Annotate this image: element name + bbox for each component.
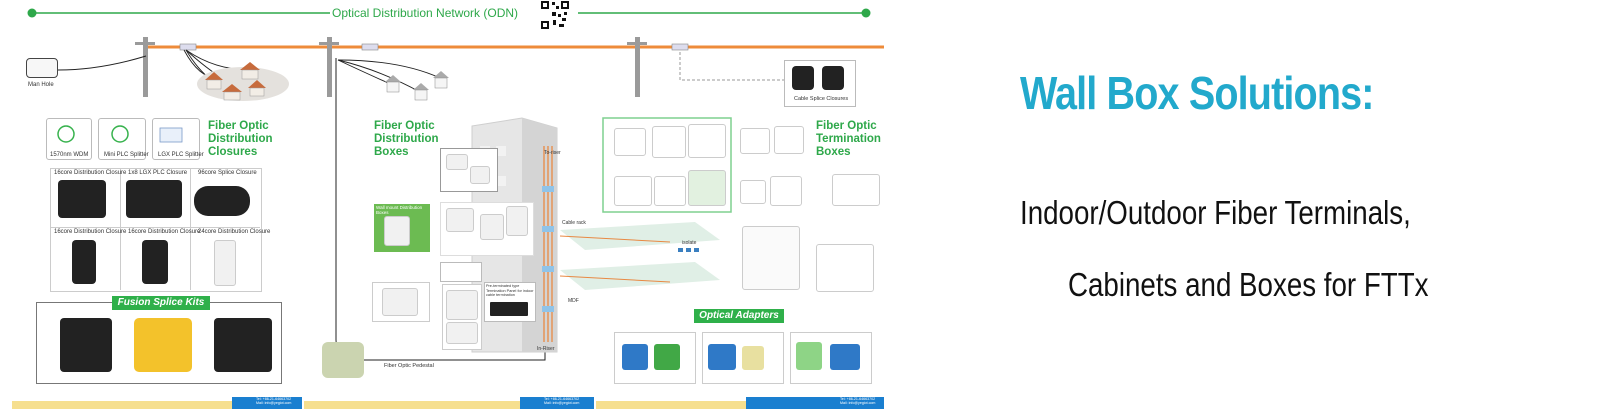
closures-table-vline-2: [190, 168, 191, 290]
distribution-box-image-8: [446, 322, 478, 344]
man-hole-label: Man Hole: [28, 82, 54, 88]
distribution-box-image-7: [446, 290, 478, 320]
adapter-3b: [830, 344, 860, 370]
closures-heading: Fiber Optic Distribution Closures: [208, 120, 273, 158]
closure-row1-label-3: 96core Splice Closure: [198, 170, 257, 176]
splice-closure-device-2: [822, 66, 844, 90]
adapter-3a: [796, 342, 822, 370]
house-icons-middle: [385, 71, 449, 101]
closure-16core-image: [58, 180, 106, 218]
distribution-boxes-heading: Fiber Optic Distribution Boxes: [374, 120, 439, 158]
adapter-1b: [654, 344, 680, 370]
pedestal-image: [322, 342, 364, 378]
splice-kit-case-3: [214, 318, 272, 372]
adapter-2b: [742, 346, 764, 370]
termination-box-image-11: [832, 174, 880, 206]
distribution-box-image-1: [446, 154, 468, 170]
qr-code-icon: [540, 0, 570, 30]
termination-box-image-3: [688, 124, 726, 158]
footer-bar-blue-3: [746, 397, 884, 409]
man-hole-device: [26, 58, 58, 78]
distribution-box-image-6: [382, 288, 418, 316]
cable-rack-label: Cable rack: [562, 220, 586, 226]
pedestal-label: Fiber Optic Pedestal: [384, 363, 434, 369]
footer-tel-3: Tel: +86-21-64663702: [840, 397, 876, 401]
termination-box-image-4: [614, 176, 652, 206]
termination-box-image-7: [740, 128, 770, 154]
footer-tel-1: Tel: +86-21-64663702: [256, 397, 292, 401]
wdm-item: [46, 118, 92, 160]
footer-mail-2: Mail: info@yegiot.com: [544, 401, 580, 405]
headline-line-1: Indoor/Outdoor Fiber Terminals,: [1020, 194, 1411, 231]
odn-title: Optical Distribution Network (ODN): [332, 6, 519, 20]
closure-row1-label-1: 16core Distribution Closure: [54, 170, 127, 176]
footer-contact-3: Tel: +86-21-64663702 Mail: info@yegiot.c…: [840, 397, 875, 405]
in-riser-label: In-Riser: [537, 346, 555, 352]
termination-box-image-6: [688, 170, 726, 206]
fiber-coil-icon: [57, 125, 183, 143]
footer-mail-3: Mail: info@yegiot.com: [840, 401, 876, 405]
distribution-box-card-3: [440, 262, 482, 282]
closure-row1-label-2: 1x8 LGX PLC Closure: [128, 170, 188, 176]
splice-closure-device-1: [792, 66, 814, 90]
footer-tel-2: Tel: +86-21-64663702: [544, 397, 580, 401]
odn-diagram: Optical Distribution Network (ODN) Man H…: [12, 0, 884, 409]
wall-mount-label: Wall mount Distribution Boxes: [376, 205, 423, 215]
headline-title: Wall Box Solutions:: [1020, 67, 1374, 119]
footer-bar-yellow-1: [12, 401, 232, 409]
termination-box-large-1: [742, 226, 800, 290]
termination-box-image-10: [770, 176, 802, 206]
distribution-box-image-4: [480, 214, 504, 240]
termination-box-image-2: [652, 126, 686, 158]
closure-24core-image: [214, 240, 236, 286]
floor-plans: [560, 222, 720, 290]
distribution-box-image-5: [506, 206, 528, 236]
adapter-2a: [708, 344, 736, 370]
distribution-box-image-2: [470, 166, 490, 184]
closure-row2-label-3: 24core Distribution Closure: [198, 229, 271, 235]
closure-lgx-image: [126, 180, 182, 218]
lgx-plc-label: LGX PLC Splitter: [158, 152, 204, 158]
termination-box-large-2: [816, 244, 874, 292]
termination-box-image-1: [614, 128, 646, 156]
fusion-splice-kits-heading: Fusion Splice Kits: [112, 296, 210, 310]
wall-mount-box-image: [384, 216, 410, 246]
footer-bar-blue-2: [520, 397, 594, 409]
closure-row2-label-1: 16core Distribution Closure: [54, 229, 127, 235]
distribution-box-image-3: [446, 208, 474, 232]
closure-16core-b-image: [72, 240, 96, 284]
footer-bar-yellow-3: [596, 401, 746, 409]
footer-contact-1: Tel: +86-21-64663702 Mail: info@yegiot.c…: [256, 397, 291, 405]
termination-box-image-8: [774, 126, 804, 154]
adapter-1a: [622, 344, 648, 370]
pre-terminated-label: Pre-terminated type Termination Panel fo…: [486, 284, 534, 297]
splice-kit-case-1: [60, 318, 112, 372]
closure-16core-c-image: [142, 240, 168, 284]
cable-splice-closures-label: Cable Splice Closures: [794, 96, 849, 102]
isolate-label: isolate: [682, 240, 697, 246]
mini-plc-item: [98, 118, 146, 160]
headline-line-2: Cabinets and Boxes for FTTx: [1068, 266, 1429, 303]
wdm-label: 1570nm WDM: [50, 152, 89, 158]
footer-mail-1: Mail: info@yegiot.com: [256, 401, 292, 405]
mdf-label: MDF: [568, 298, 579, 304]
closure-96core-image: [194, 186, 250, 216]
house-icons: [205, 62, 266, 101]
closure-row2-label-2: 16core Distribution Closure: [128, 229, 201, 235]
footer-contact-2: Tel: +86-21-64663702 Mail: info@yegiot.c…: [544, 397, 579, 405]
termination-box-image-9: [740, 180, 766, 204]
splice-kit-case-2: [134, 318, 192, 372]
termination-box-image-5: [654, 176, 686, 206]
termination-boxes-heading: Fiber Optic Termination Boxes: [816, 120, 881, 158]
mini-plc-label: Mini PLC Splitter: [104, 152, 149, 158]
pre-terminated-panel-image: [490, 302, 528, 316]
optical-adapters-heading: Optical Adapters: [694, 309, 784, 323]
closures-table-vline-1: [120, 168, 121, 290]
footer-bar-yellow-2: [304, 401, 520, 409]
closures-table-divider: [50, 227, 260, 228]
footer-bar-blue-1: [232, 397, 302, 409]
to-riser-label: To-riser: [544, 150, 561, 156]
